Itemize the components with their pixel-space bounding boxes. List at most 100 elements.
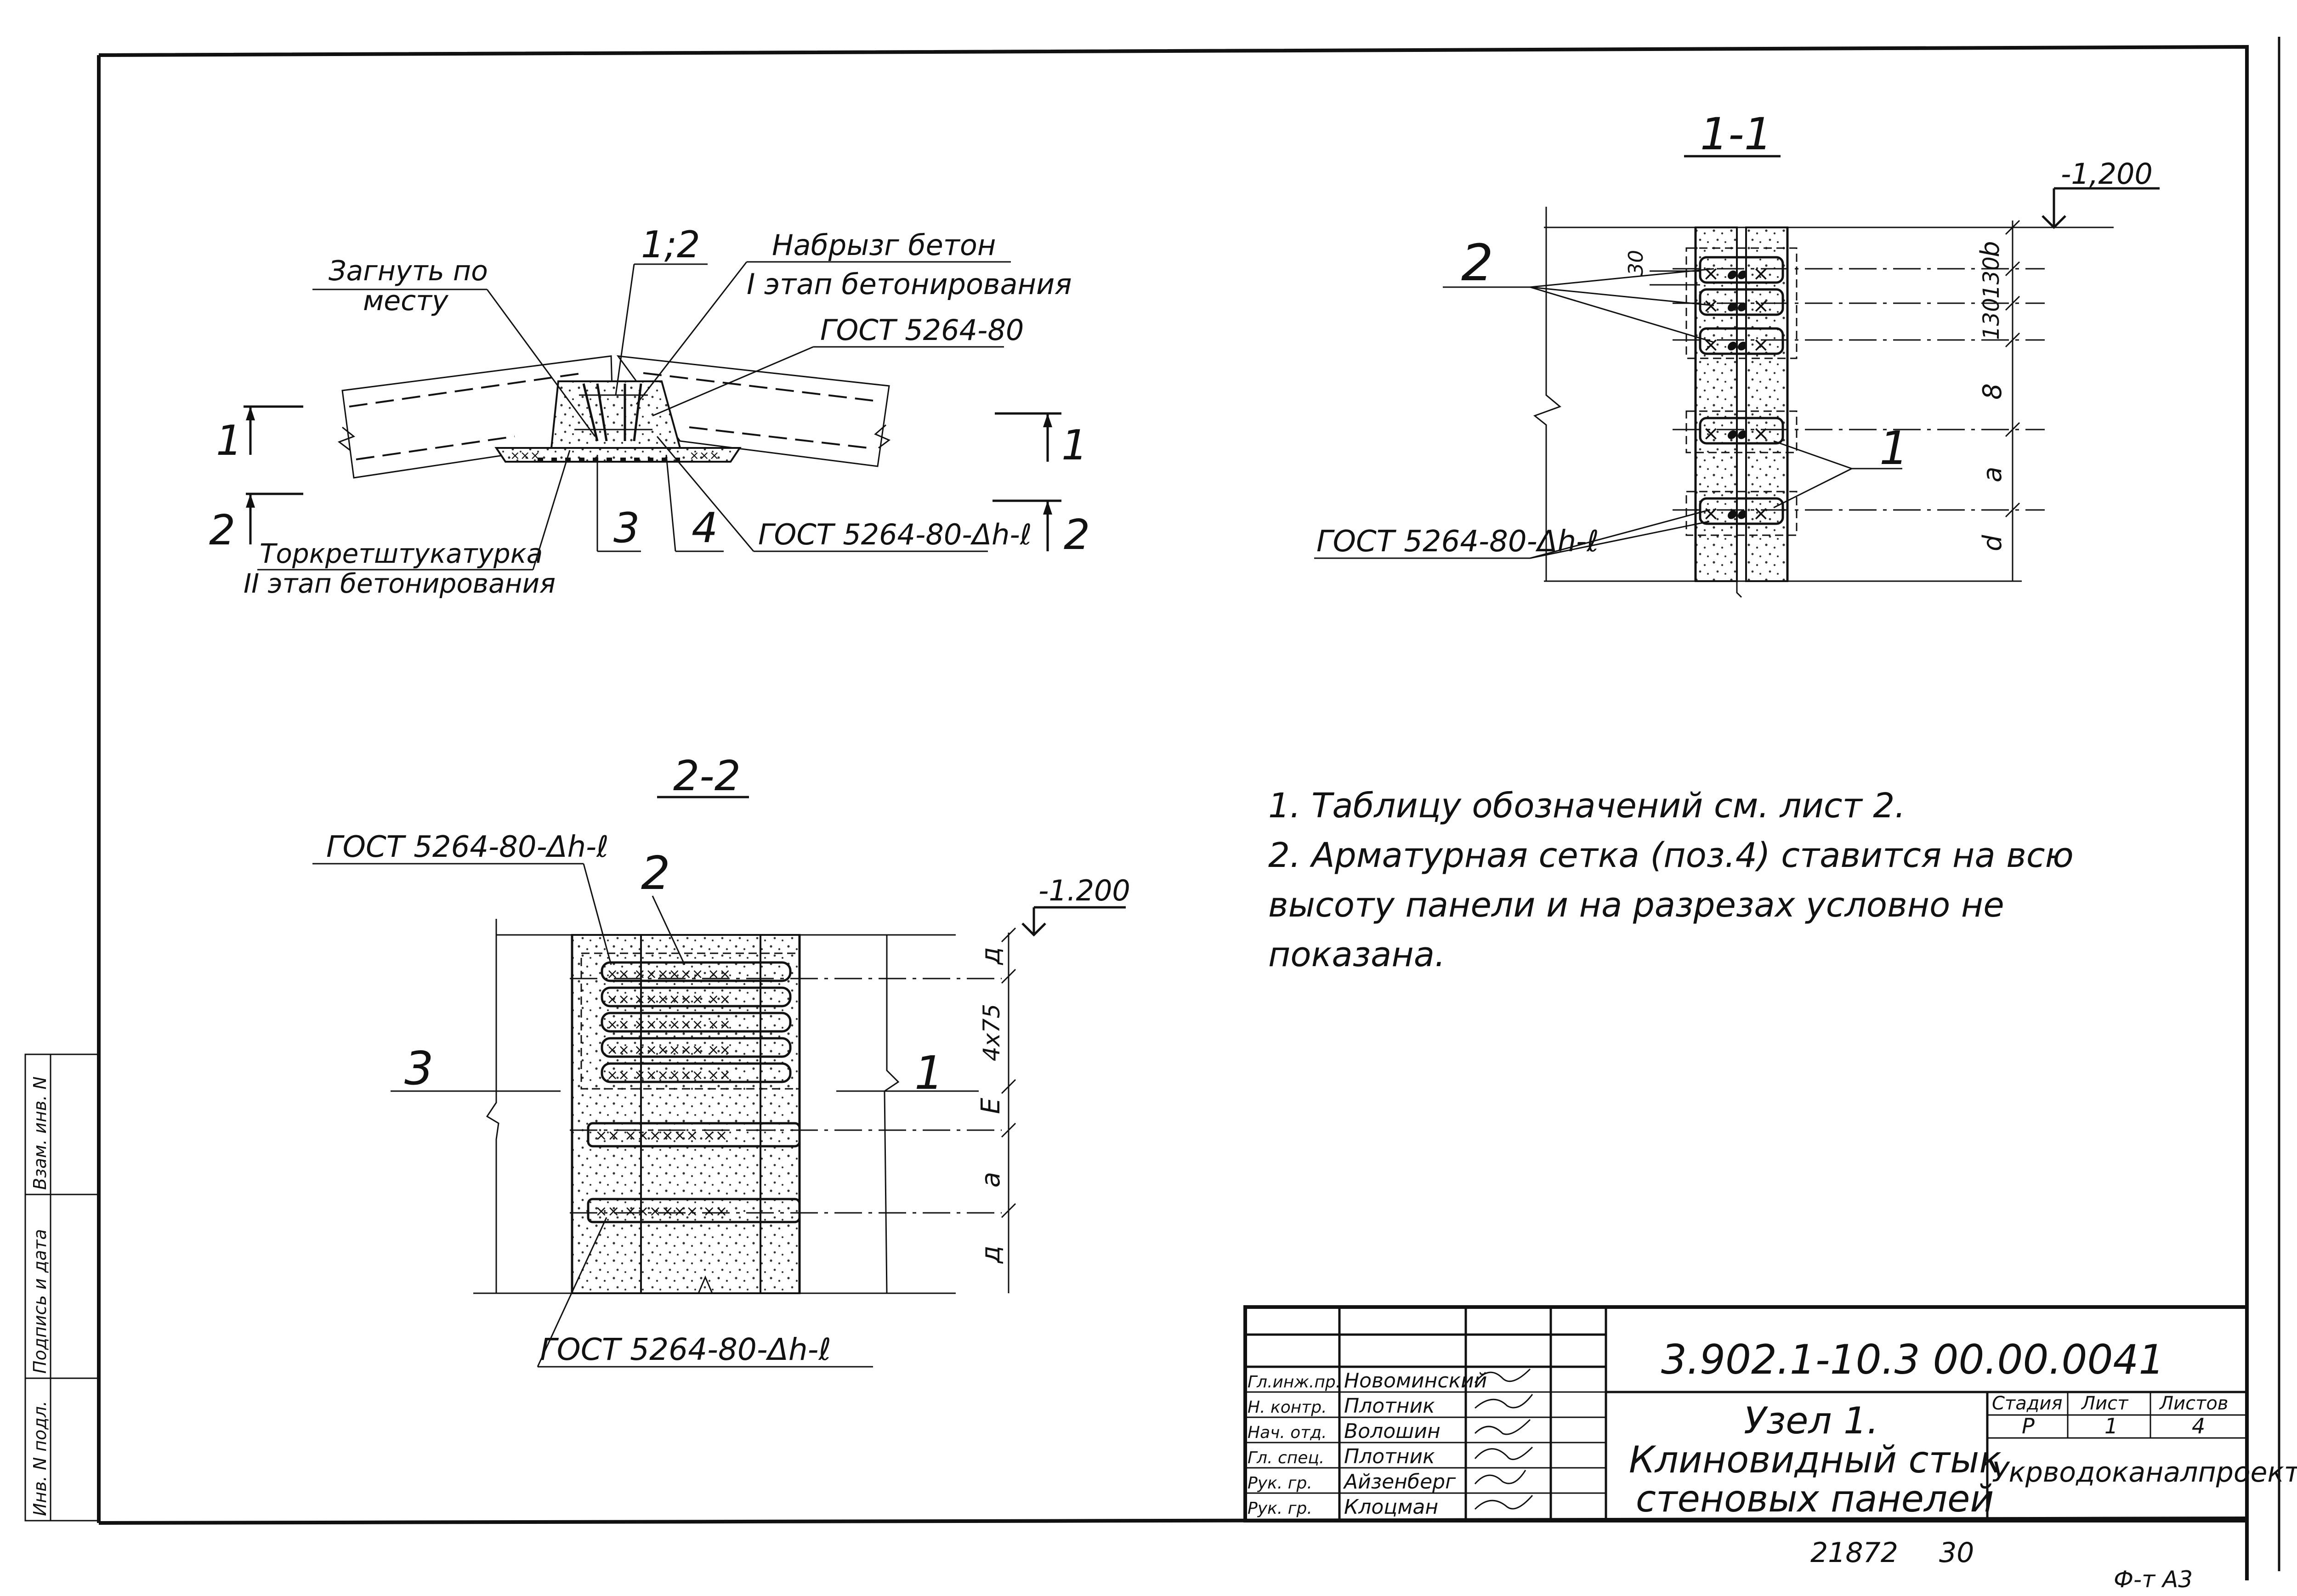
wall-layer-inner: [760, 934, 800, 1294]
dim-4x75: 4x75: [978, 1004, 1005, 1061]
title-line-2: Клиновидный стык: [1629, 1438, 2002, 1481]
position-3-label-2-2: 3: [404, 1041, 434, 1095]
position-1-label-2-2: 1: [914, 1046, 944, 1100]
cut-marker-1-left: 1: [216, 405, 303, 465]
svg-text:×× ×××××× ××: ×× ×××××× ××: [607, 1067, 731, 1083]
level-label-1-1: -1,200: [2061, 157, 2153, 191]
section-2-2: 2-2 ×× ×××××× ×× ×× ×××××× ×× ×× ×××××× …: [312, 752, 1130, 1368]
role-1: Гл.инж.пр.: [1248, 1373, 1341, 1392]
position-1-label-1-1: 1: [1879, 421, 1909, 475]
gost-label-2-2-bottom: ГОСТ 5264-80-Δh-ℓ: [540, 1332, 831, 1367]
name-3: Волошин: [1344, 1420, 1441, 1443]
name-4: Плотник: [1344, 1445, 1435, 1468]
dim-a: a: [1978, 467, 2008, 482]
title-block: 3.902.1-10.3 00.00.0041 Гл.инж.пр. Н. ко…: [1243, 1305, 2297, 1522]
role-5: Рук. гр.: [1248, 1474, 1312, 1493]
svg-text:×× ×××××× ××: ×× ×××××× ××: [607, 991, 731, 1007]
cut-label-2-right: 2: [1064, 511, 1090, 559]
position-3-label: 3: [613, 504, 640, 552]
dim-d-bottom: д: [976, 1245, 1006, 1264]
name-5: Айзенберг: [1343, 1470, 1456, 1494]
label-spray-concrete-1: Набрызг бетон: [772, 228, 996, 262]
label-plaster-1: Торкретштукатурка: [260, 538, 543, 569]
stage-header: Стадия: [1992, 1393, 2062, 1414]
svg-text:× ⦁⦁ ×: × ⦁⦁ ×: [1702, 262, 1770, 285]
joint-rebars: [574, 383, 652, 441]
svg-text:× ⦁⦁ ×: × ⦁⦁ ×: [1702, 422, 1770, 445]
label-spray-concrete-2: I этап бетонирования: [747, 267, 1072, 301]
name-2: Плотник: [1344, 1394, 1435, 1418]
role-2: Н. контр.: [1248, 1398, 1327, 1417]
svg-text:×× ×××××× ××: ×× ×××××× ××: [607, 966, 731, 982]
dim-a-2-2: а: [976, 1172, 1006, 1188]
svg-text:×× ×××××× ××: ×× ×××××× ××: [595, 1202, 727, 1220]
level-mark-2-2: -1.200: [1021, 874, 1130, 937]
role-4: Гл. спец.: [1248, 1449, 1324, 1467]
dim-d-top: д: [976, 947, 1006, 965]
label-plaster-2: II этап бетонирования: [244, 568, 556, 599]
sheet-header: Лист: [2081, 1393, 2129, 1414]
cut-marker-1-right: 1: [995, 412, 1088, 470]
gost-label-2-2-top: ГОСТ 5264-80-Δh-ℓ: [326, 830, 609, 864]
note-2: 2. Арматурная сетка (поз.4) ставится на …: [1268, 836, 2074, 974]
rebar-blocks: × ⦁⦁ × × ⦁⦁ × × ⦁⦁ × × ⦁⦁ × × ⦁⦁ ×: [1685, 247, 1798, 536]
svg-text:×× ×××××× ××: ×× ×××××× ××: [607, 1017, 731, 1033]
svg-text:×× ×××××× ××: ×× ×××××× ××: [607, 1042, 731, 1058]
wall-core: [640, 934, 761, 1294]
section-1-1-dimensions: b 130 130 8 a d: [1975, 220, 2020, 581]
organization: Укрводоканалпроект: [1992, 1456, 2297, 1488]
svg-text:× ⦁⦁ ×: × ⦁⦁ ×: [1702, 333, 1770, 357]
dim-b: b: [1975, 241, 2005, 257]
rebar-mesh-2-2: ×× ×××××× ×× ×× ×××××× ×× ×× ×××××× ×× ×…: [580, 952, 801, 1223]
position-4-label: 4: [692, 504, 718, 552]
position-2-label-1-1: 2: [1461, 233, 1493, 292]
general-notes: 1. Таблицу обозначений см. лист 2. 2. Ар…: [1268, 781, 2095, 979]
label-slope: 1;2: [641, 223, 700, 266]
stage-value: Р: [2022, 1414, 2035, 1438]
side-stamp: Инв. N подл. Подпись и дата Взам. инв. N: [24, 1053, 100, 1522]
mesh-crosses: ××× ×××: [510, 449, 719, 463]
svg-text:×× ×××××× ××: ×× ×××××× ××: [595, 1126, 727, 1144]
label-gost-top: ГОСТ 5264-80: [820, 313, 1024, 347]
dim-e: Е: [976, 1098, 1006, 1114]
level-label-2-2: -1.200: [1038, 874, 1130, 907]
svg-text:×××: ×××: [689, 449, 719, 463]
level-mark-1-1: -1,200: [2042, 157, 2160, 229]
svg-text:×××: ×××: [510, 449, 540, 463]
doc-code: 3.902.1-10.3 00.00.0041: [1661, 1336, 2164, 1383]
side-stamp-inv: Инв. N подл.: [30, 1401, 50, 1516]
position-2-label-2-2: 2: [641, 846, 670, 900]
dim-8: 8: [1978, 383, 2008, 400]
section-1-1: 1-1 × ⦁⦁ × × ⦁⦁ × × ⦁⦁ × × ⦁⦁ × × ⦁⦁ ×: [1314, 108, 2160, 598]
inventory-number: 21872: [1810, 1537, 1898, 1569]
page-number: 30: [1939, 1537, 1974, 1569]
role-6: Рук. гр.: [1248, 1499, 1312, 1518]
label-bend-line-1: Загнуть по: [329, 255, 488, 287]
note-1: 1. Таблицу обозначений см. лист 2.: [1268, 786, 1906, 826]
cut-label-1-right: 1: [1061, 421, 1088, 470]
format-label: Ф-т А3: [2114, 1566, 2193, 1593]
sheet-value: 1: [2104, 1414, 2118, 1438]
section-1-1-title: 1-1: [1700, 108, 1772, 160]
sheets-value: 4: [2192, 1414, 2205, 1438]
wall-layer-outer: [571, 934, 642, 1294]
section-2-2-dimensions: д 4x75 Е а д: [976, 927, 1016, 1293]
name-6: Клоцман: [1344, 1495, 1438, 1519]
side-stamp-replace: Взам. инв. N: [30, 1076, 50, 1190]
dim-130-a: 130: [1979, 256, 2004, 299]
side-stamp-sign: Подпись и дата: [30, 1229, 50, 1374]
cut-marker-2-left: 2: [209, 492, 303, 555]
cut-label-1-left: 1: [216, 417, 242, 465]
role-3: Нач. отд.: [1248, 1423, 1327, 1442]
title-line-1: Узел 1.: [1744, 1399, 1878, 1442]
label-bend-line-2: месту: [363, 285, 449, 317]
dim-130-b: 130: [1979, 298, 2004, 340]
signatures: [1474, 1368, 1533, 1510]
title-line-3: стеновых панелей: [1636, 1477, 1994, 1520]
cut-marker-2-right: 2: [993, 499, 1090, 559]
label-gost-right: ГОСТ 5264-80-Δh-ℓ: [758, 518, 1032, 551]
svg-text:× ⦁⦁ ×: × ⦁⦁ ×: [1702, 502, 1770, 525]
cut-label-2-left: 2: [209, 506, 235, 555]
dim-30: 30: [1624, 250, 1648, 276]
